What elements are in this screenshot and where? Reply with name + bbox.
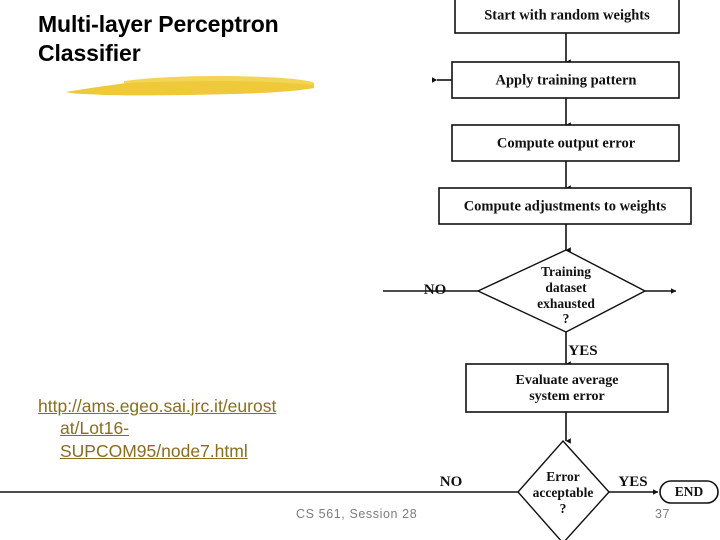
flow-node-output-error-label: Compute output error <box>497 135 636 151</box>
page-title: Multi-layer Perceptron Classifier <box>38 10 368 68</box>
flow-node-dataset-exhausted-line-3: exhausted <box>537 296 595 311</box>
flow-node-dataset-exhausted-line-4: ? <box>563 311 570 326</box>
flow-node-error-acceptable-line-2: acceptable <box>533 485 594 500</box>
flow-node-evaluate-error: Evaluate average system error <box>465 363 669 413</box>
url-line-3: SUPCOM95/node7.html <box>60 440 248 461</box>
title-line-2: Classifier <box>38 40 141 67</box>
url-line-2: at/Lot16- <box>60 418 130 439</box>
flow-node-adjust-weights: Compute adjustments to weights <box>438 187 692 225</box>
flow-node-end: END <box>659 480 719 504</box>
flow-node-output-error: Compute output error <box>451 124 680 162</box>
flow-node-dataset-exhausted-line-1: Training <box>541 264 591 279</box>
flow-node-start: Start with random weights <box>454 0 680 34</box>
source-url-link[interactable]: http://ams.egeo.sai.jrc.it/eurost at/Lot… <box>38 395 338 462</box>
flow-node-error-acceptable-line-3: ? <box>560 501 567 516</box>
slide-page-number: 37 <box>655 507 671 521</box>
flow-node-evaluate-error-line-1: Evaluate average <box>515 373 618 388</box>
flow-node-dataset-exhausted: Training dataset exhausted ? <box>476 249 647 333</box>
url-line-1: http://ams.egeo.sai.jrc.it/eurost <box>38 396 277 416</box>
branch-label-exhausted-yes: YES <box>568 343 597 359</box>
flow-node-evaluate-error-line-2: system error <box>529 389 605 404</box>
flow-node-error-acceptable-line-1: Error <box>546 469 580 484</box>
footer-course-label: CS 561, Session 28 <box>296 507 418 521</box>
flow-node-adjust-weights-label: Compute adjustments to weights <box>464 198 667 214</box>
branch-label-acceptable-yes: YES <box>618 474 647 490</box>
brush-accent-decoration <box>66 76 314 96</box>
flow-node-apply: Apply training pattern <box>451 61 680 99</box>
branch-label-acceptable-no: NO <box>440 474 463 490</box>
flow-node-dataset-exhausted-line-2: dataset <box>545 280 587 295</box>
title-line-1: Multi-layer Perceptron <box>38 11 279 37</box>
branch-label-exhausted-no: NO <box>424 282 447 298</box>
flow-node-apply-label: Apply training pattern <box>496 72 637 88</box>
flow-node-end-label: END <box>675 484 704 499</box>
flow-node-error-acceptable: Error acceptable ? <box>517 439 610 540</box>
flow-node-start-label: Start with random weights <box>484 7 650 23</box>
